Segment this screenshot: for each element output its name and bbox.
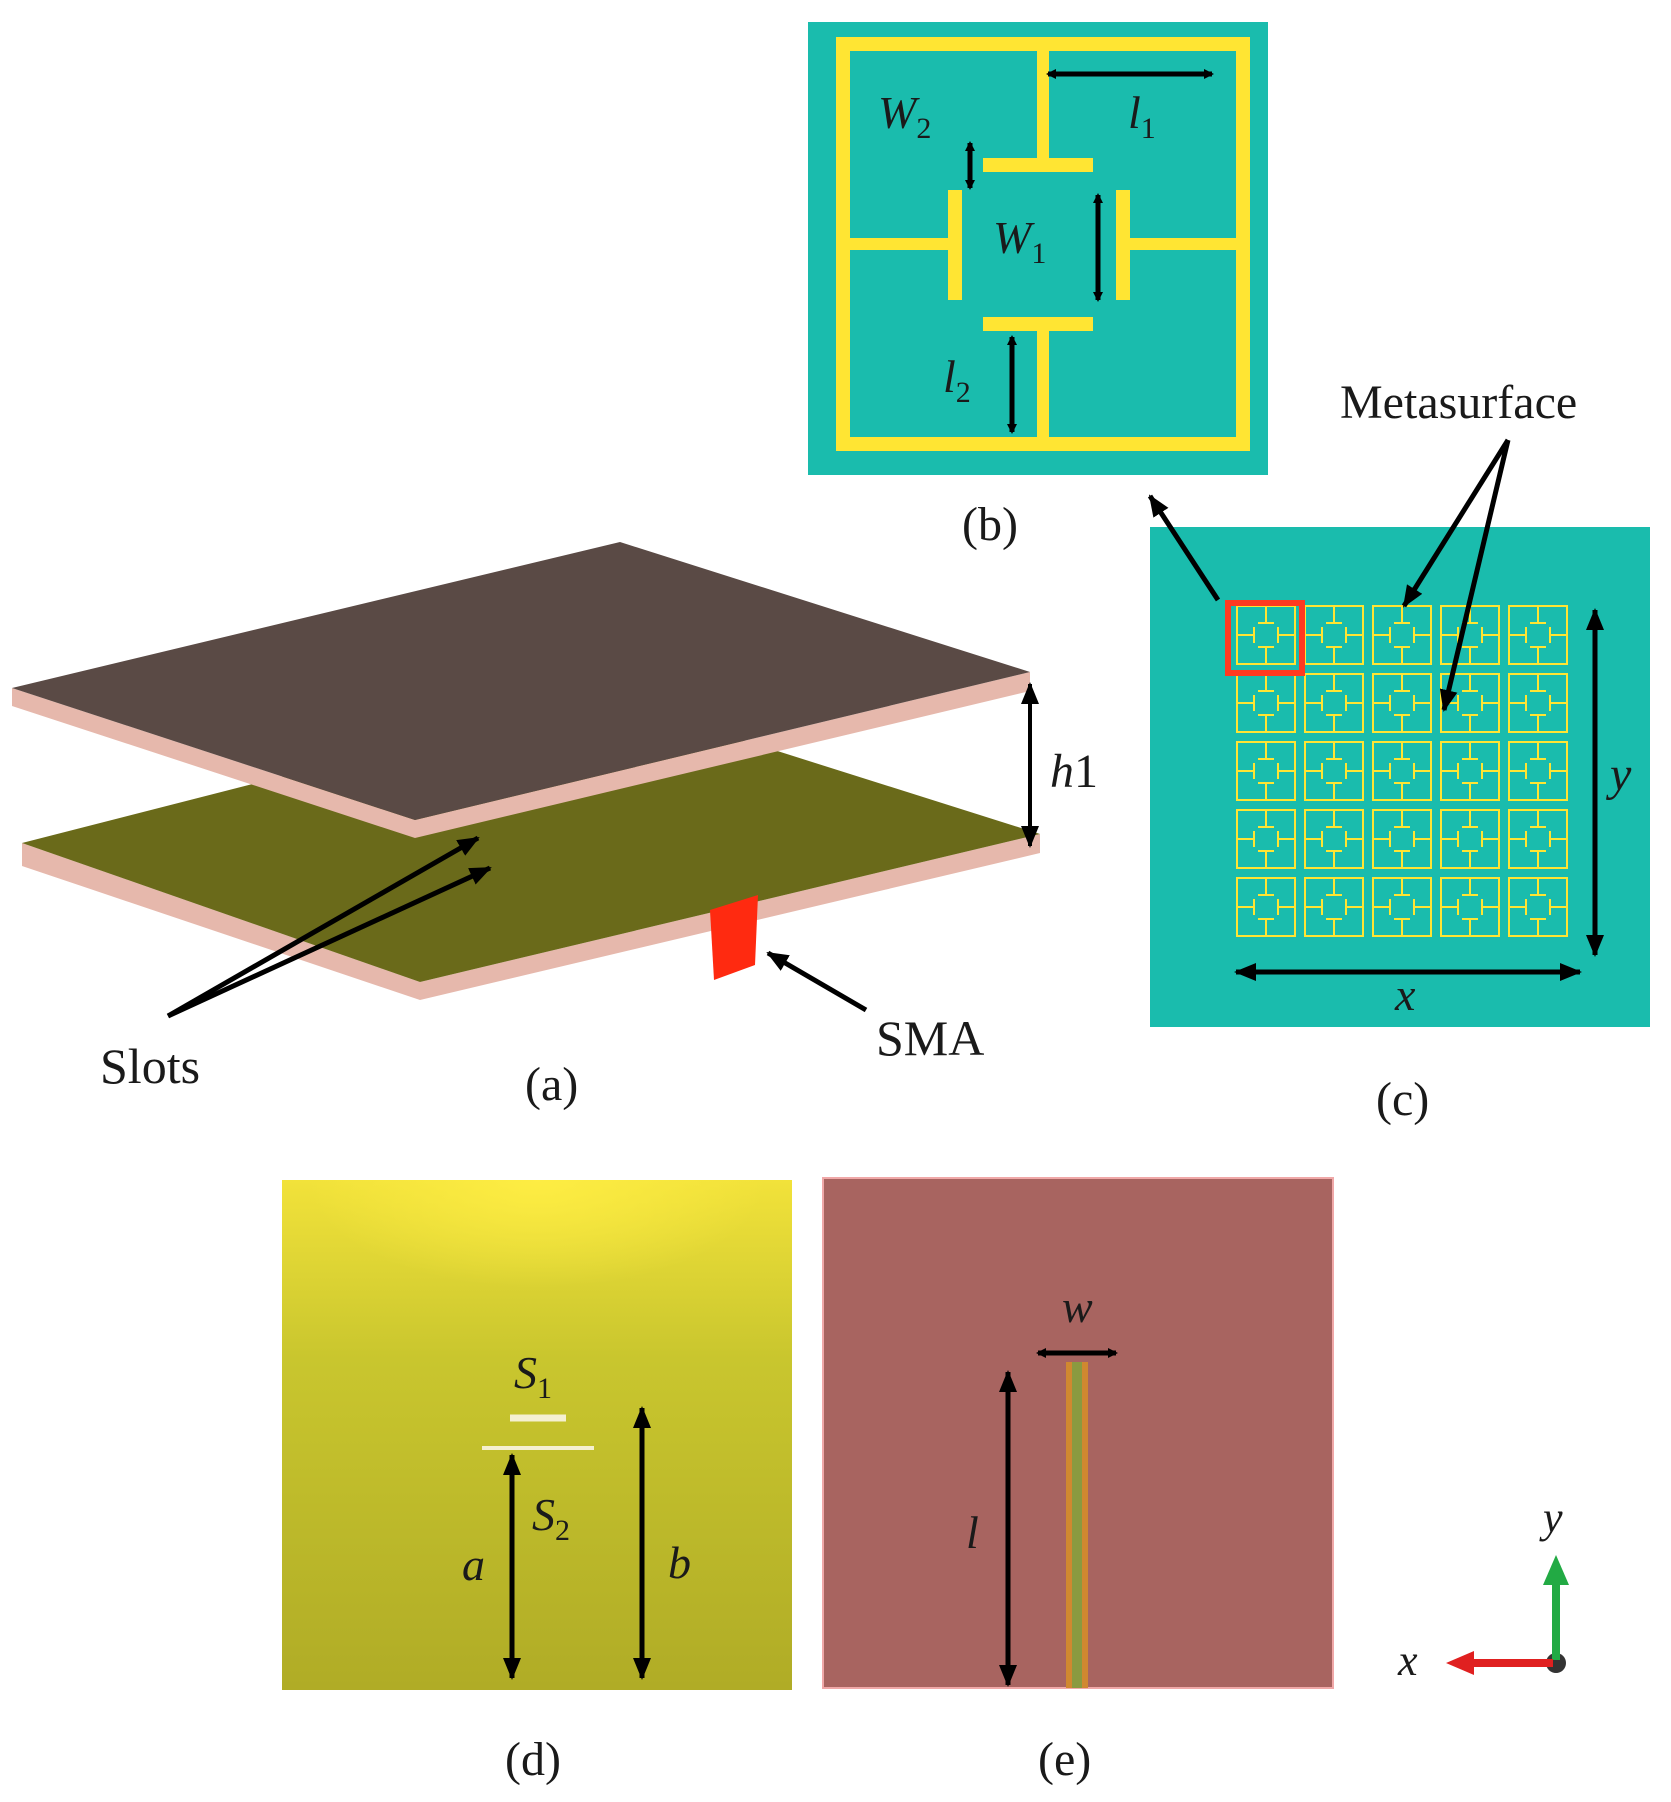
w1-label: W1: [993, 212, 1046, 270]
sma-arrow: [766, 950, 868, 1013]
metasurface-arrow-1: [1401, 438, 1511, 608]
metasurface-arrow-2: [1439, 439, 1511, 712]
ground-plate: [22, 695, 1040, 1000]
b-label: b: [668, 1537, 691, 1588]
top-plate: [12, 542, 1030, 838]
sma-label: SMA: [876, 1010, 984, 1066]
panel-a: h1 Slots SMA (a): [12, 542, 1098, 1111]
axis-x-label: x: [1397, 1636, 1418, 1685]
unit-cell-highlight: [1225, 600, 1305, 676]
a-label: a: [462, 1539, 485, 1590]
l1-label: l1: [1128, 87, 1156, 145]
s1-label: S1: [514, 1347, 552, 1405]
h1-label: h1: [1050, 745, 1098, 798]
caption-d: (d): [505, 1733, 561, 1786]
coordinate-axes: y x: [1397, 1493, 1569, 1685]
panel-b: l1 W2 W1 l2 (b): [808, 22, 1268, 551]
metasurface-label: Metasurface: [1340, 376, 1577, 429]
sma-connector: [710, 895, 758, 980]
caption-c: (c): [1376, 1073, 1429, 1126]
slots-label: Slots: [100, 1038, 200, 1094]
slot-arrow-1: [166, 835, 480, 1019]
w-label: w: [1062, 1281, 1093, 1332]
panel-e: w l (e): [822, 1177, 1334, 1786]
slot-arrow-2: [166, 865, 492, 1019]
l2-label: l2: [943, 351, 971, 409]
y-dimension-label: y: [1605, 748, 1632, 801]
l-label: l: [966, 1507, 979, 1558]
zoom-arrow: [1147, 494, 1221, 602]
caption-b: (b): [962, 498, 1018, 551]
axis-y-label: y: [1539, 1493, 1563, 1542]
caption-e: (e): [1038, 1733, 1091, 1786]
unit-cell-pattern: [836, 37, 1250, 451]
panel-c: Metasurface y x (c): [1147, 376, 1650, 1126]
caption-a: (a): [525, 1058, 578, 1111]
x-dimension-label: x: [1394, 969, 1416, 1020]
panel-d: S1 S2 a b (d): [282, 1180, 792, 1786]
w2-label: W2: [878, 87, 931, 145]
s2-label: S2: [532, 1489, 570, 1547]
